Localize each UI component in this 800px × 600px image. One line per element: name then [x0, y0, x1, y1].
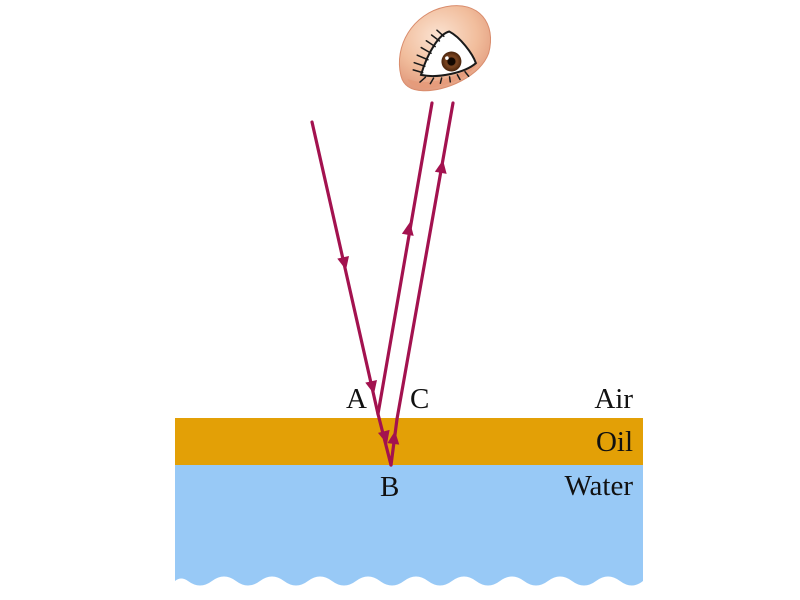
arrow-incident-upper — [337, 255, 349, 270]
label-air: Air — [594, 383, 633, 415]
arrow-reflected-a — [401, 222, 414, 236]
oil-film — [175, 418, 643, 465]
arrow-reflected-c — [434, 160, 447, 174]
ray-arrowheads — [337, 160, 447, 445]
reflected-ray-c — [395, 101, 455, 421]
eye-highlight — [445, 56, 449, 60]
eye-icon — [399, 5, 491, 92]
eye-pupil — [447, 57, 456, 66]
eye-lid-shadow — [407, 60, 480, 89]
arrow-refracted-up — [387, 431, 400, 445]
label-point-a: A — [346, 383, 367, 415]
reflected-ray-a — [376, 101, 434, 416]
label-point-b: B — [380, 471, 399, 503]
water-layer — [175, 465, 643, 586]
label-water: Water — [564, 470, 633, 502]
label-oil: Oil — [596, 426, 633, 458]
arrow-refracted-down — [377, 429, 390, 444]
arrow-incident-lower — [365, 379, 377, 394]
label-point-c: C — [410, 383, 429, 415]
light-rays — [310, 101, 455, 467]
eye-lashes — [412, 29, 470, 85]
